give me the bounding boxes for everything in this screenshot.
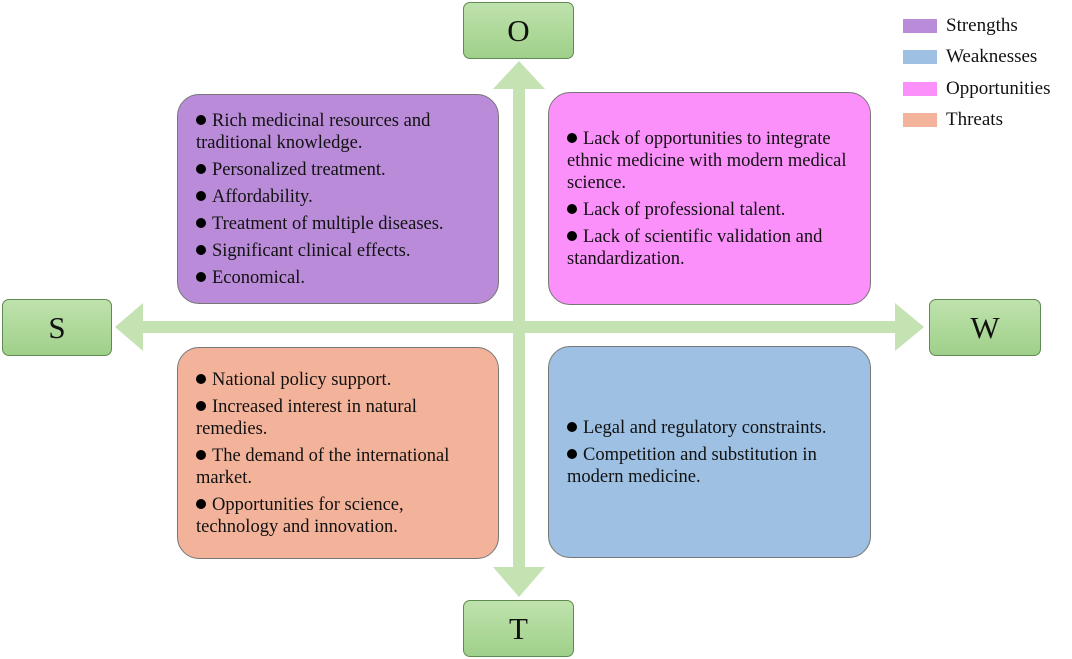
opportunities-item-text: Lack of professional talent. [583, 199, 786, 220]
strengths-item: Rich medicinal resources and traditional… [196, 110, 488, 154]
axis-label-s-text: S [48, 310, 66, 345]
weaknesses-item-text: Legal and regulatory constraints. [583, 417, 827, 438]
threats-item: The demand of the international market. [196, 445, 488, 489]
legend-label: Strengths [946, 14, 1018, 36]
bullet-icon [196, 244, 206, 255]
axis-label-o: O [463, 2, 574, 59]
bullet-icon [567, 203, 577, 214]
bullet-icon [196, 114, 206, 125]
legend-item-weaknesses: Weaknesses [903, 42, 1071, 74]
opportunities-list: Lack of opportunities to integrate ethni… [567, 128, 860, 270]
weaknesses-item: Competition and substitution in modern m… [567, 444, 860, 488]
threats-item: Opportunities for science, technology an… [196, 494, 488, 538]
opportunities-quadrant: Lack of opportunities to integrate ethni… [548, 92, 871, 305]
legend-label: Weaknesses [946, 46, 1038, 68]
bullet-icon [196, 373, 206, 384]
legend-item-strengths: Strengths [903, 10, 1071, 42]
bullet-icon [567, 132, 577, 143]
threats-item-text: Opportunities for science, technology an… [196, 494, 404, 537]
strengths-item-text: Treatment of multiple diseases. [212, 213, 444, 234]
threats-item-text: Increased interest in natural remedies. [196, 396, 417, 439]
strengths-item: Economical. [196, 267, 488, 289]
axis-label-w-text: W [970, 310, 1000, 345]
axis-label-s: S [2, 299, 112, 356]
weaknesses-item: Legal and regulatory constraints. [567, 417, 860, 439]
strengths-item-text: Economical. [212, 267, 305, 288]
strengths-item: Significant clinical effects. [196, 240, 488, 262]
axis-label-w: W [929, 299, 1041, 356]
bullet-icon [196, 449, 206, 460]
bullet-icon [567, 421, 577, 432]
bullet-icon [196, 163, 206, 174]
axis-label-o-text: O [507, 13, 530, 48]
axis-label-t: T [463, 600, 574, 657]
weaknesses-item-text: Competition and substitution in modern m… [567, 444, 817, 487]
strengths-quadrant: Rich medicinal resources and traditional… [177, 94, 499, 304]
opportunities-item: Lack of professional talent. [567, 199, 860, 221]
strengths-item: Affordability. [196, 186, 488, 208]
opportunities-item-text: Lack of scientific validation and standa… [567, 226, 823, 269]
legend-label: Threats [946, 109, 1003, 131]
bullet-icon [196, 271, 206, 282]
legend-swatch [903, 18, 937, 33]
legend-swatch [903, 50, 937, 65]
strengths-item: Personalized treatment. [196, 159, 488, 181]
legend-item-opportunities: Opportunities [903, 73, 1071, 105]
legend-label: Opportunities [946, 77, 1051, 99]
strengths-list: Rich medicinal resources and traditional… [196, 110, 488, 289]
legend-swatch [903, 113, 937, 128]
opportunities-item: Lack of opportunities to integrate ethni… [567, 128, 860, 194]
threats-item: Increased interest in natural remedies. [196, 396, 488, 440]
threats-item-text: The demand of the international market. [196, 445, 450, 488]
strengths-item-text: Affordability. [212, 186, 313, 207]
weaknesses-quadrant: Legal and regulatory constraints. Competi… [548, 346, 871, 558]
opportunities-item-text: Lack of opportunities to integrate ethni… [567, 128, 847, 193]
strengths-item-text: Significant clinical effects. [212, 240, 411, 261]
weaknesses-list: Legal and regulatory constraints. Competi… [567, 417, 860, 488]
threats-item-text: National policy support. [212, 369, 392, 390]
legend-item-threats: Threats [903, 105, 1071, 137]
strengths-item: Treatment of multiple diseases. [196, 213, 488, 235]
bullet-icon [567, 230, 577, 241]
horizontal-arrow [115, 303, 924, 351]
threats-quadrant: National policy support. Increased intere… [177, 347, 499, 559]
bullet-icon [196, 190, 206, 201]
threats-list: National policy support. Increased intere… [196, 369, 488, 538]
strengths-item-text: Personalized treatment. [212, 159, 386, 180]
legend-swatch [903, 81, 937, 96]
bullet-icon [196, 400, 206, 411]
bullet-icon [567, 448, 577, 459]
bullet-icon [196, 498, 206, 509]
threats-item: National policy support. [196, 369, 488, 391]
strengths-item-text: Rich medicinal resources and traditional… [196, 110, 431, 153]
axis-label-t-text: T [509, 611, 528, 646]
bullet-icon [196, 217, 206, 228]
opportunities-item: Lack of scientific validation and standa… [567, 226, 860, 270]
